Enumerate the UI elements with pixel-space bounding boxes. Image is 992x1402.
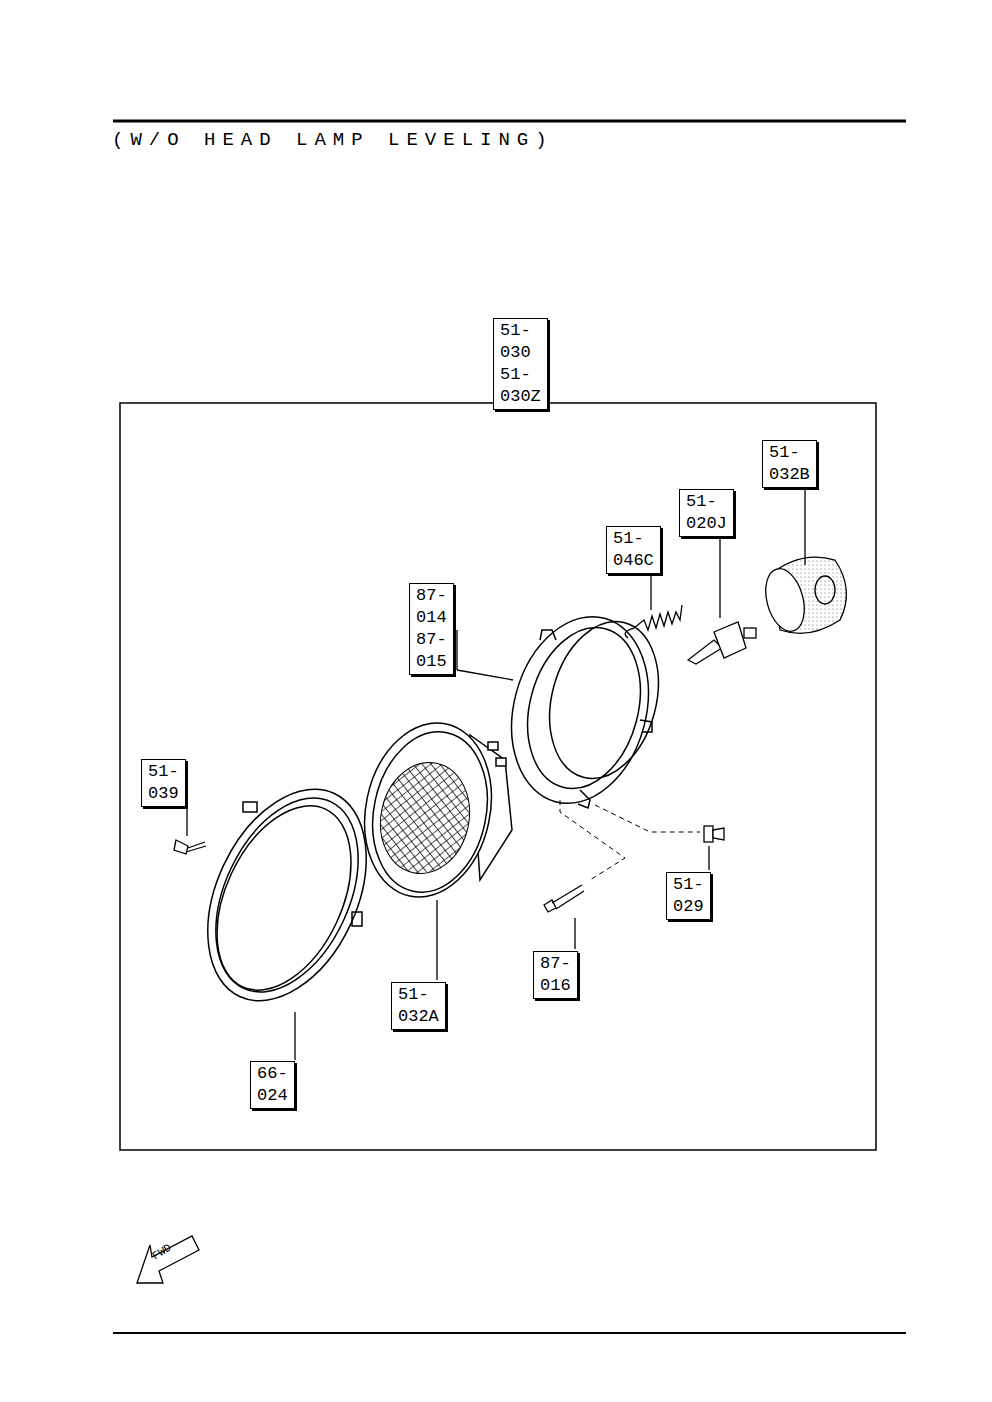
callout-box: 51-032B (762, 440, 817, 488)
callout-box: 87-014 87-015 (409, 583, 454, 675)
callout-box: 51-020J (679, 489, 734, 537)
callout-box: 51-032A (391, 982, 446, 1030)
part-number: 51-046C (613, 528, 654, 572)
part-number: 51-032A (398, 984, 439, 1028)
part-number: 51-039 (148, 761, 179, 805)
part-number: 51-029 (673, 874, 704, 918)
part-number: 87-016 (540, 953, 571, 997)
callout-box: 51-030 51-030Z (493, 318, 548, 410)
callout-box: 87-016 (533, 951, 578, 999)
part-number: 51-032B (769, 442, 810, 486)
diagram-title: (W/O HEAD LAMP LEVELING) (112, 128, 554, 152)
part-number: 51-020J (686, 491, 727, 535)
callout-box: 51-046C (606, 526, 661, 574)
part-number: 66-024 (257, 1063, 288, 1107)
callout-box: 51-039 (141, 759, 186, 807)
callout-box: 51-029 (666, 872, 711, 920)
callout-box: 66-024 (250, 1061, 295, 1109)
part-number: 87-014 87-015 (416, 585, 447, 673)
part-number: 51-030 51-030Z (500, 320, 541, 408)
